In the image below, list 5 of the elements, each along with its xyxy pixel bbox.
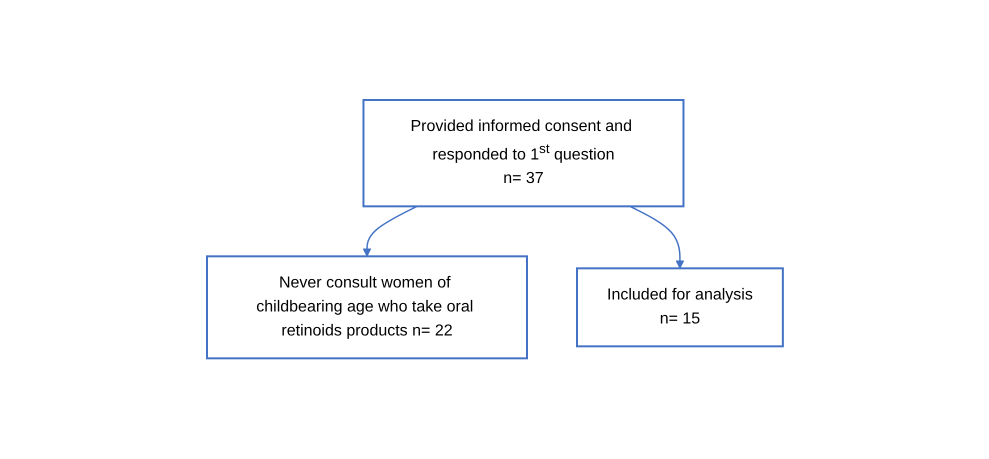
node-box: Never consult women of childbearing age who take oral retinoids products n= 22 — [206, 256, 528, 360]
arrow — [629, 206, 684, 270]
arrow — [362, 206, 417, 258]
node-box: Provided informed consent and responded to 1$^{st}$ question n= 37 — [362, 99, 684, 208]
node-box: Included for analysis n= 15 — [576, 268, 784, 348]
